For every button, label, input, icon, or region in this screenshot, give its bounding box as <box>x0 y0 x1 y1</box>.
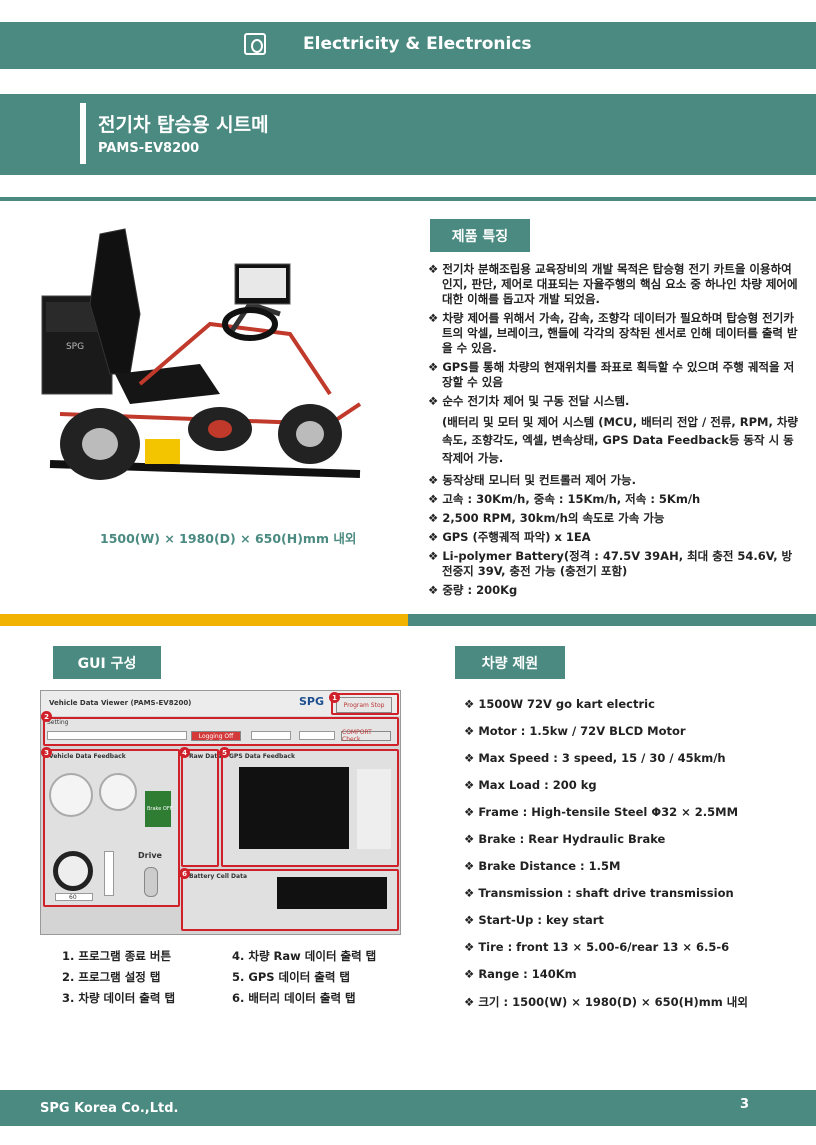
legend-item: 2. 프로그램 설정 탭 <box>62 970 161 984</box>
legend-item: 1. 프로그램 종료 버튼 <box>62 949 172 963</box>
section-divider-teal <box>408 614 816 626</box>
plug-icon <box>244 33 266 55</box>
mcu-comport-select[interactable] <box>251 731 291 740</box>
spec-item: ❖ Motor : 1.5kw / 72V BLCD Motor <box>464 724 686 738</box>
gui-heading: GUI 구성 <box>53 646 161 679</box>
spec-list: ❖ 1500W 72V go kart electric ❖ Motor : 1… <box>464 697 794 1021</box>
battery-label: Battery Cell Data <box>189 873 248 880</box>
gps-plot <box>239 767 349 849</box>
feature-item: (배터리 및 모터 및 제어 시스템 (MCU, 배터리 전압 / 전류, RP… <box>442 415 798 465</box>
header-title: Electricity & Electronics <box>303 34 532 54</box>
company-name: SPG Korea Co.,Ltd. <box>40 1101 179 1116</box>
marker-box-2 <box>43 717 399 746</box>
marker-box-3 <box>43 749 180 907</box>
feature-item: ❖ 전기차 분해조립용 교육장비의 개발 목적은 탑승형 전기 카트을 이용하여… <box>428 262 798 306</box>
footer-bar <box>0 1090 816 1126</box>
legend-item: 3. 차량 데이터 출력 탭 <box>62 991 176 1005</box>
go-kart-image: SPG <box>41 228 362 480</box>
spec-item: ❖ Max Speed : 3 speed, 15 / 30 / 45km/h <box>464 751 726 765</box>
feature-item: ❖ GPS를 통해 차량의 현재위치를 좌표로 획득할 수 있으며 주행 궤적을… <box>428 360 795 389</box>
feature-item: ❖ 동작상태 모니터 및 컨트롤러 제어 가능. <box>428 473 636 487</box>
steering-wheel-icon <box>53 851 93 891</box>
spec-item: ❖ Brake Distance : 1.5M <box>464 859 621 873</box>
vehicle-feedback-label: Vehicle Data Feedback <box>49 753 126 760</box>
marker-3: 3 <box>41 747 52 758</box>
feature-item: ❖ 중량 : 200Kg <box>428 583 518 597</box>
brake-indicator <box>145 791 171 827</box>
marker-box-6 <box>181 869 399 931</box>
legend-item: 4. 차량 Raw 데이터 출력 탭 <box>232 949 377 963</box>
feature-item: ❖ 순수 전기차 제어 및 구동 전달 시스템. <box>428 394 630 408</box>
spec-item: ❖ Start-Up : key start <box>464 913 604 927</box>
setting-label: Setting <box>47 719 69 726</box>
kart-label: SPG <box>66 342 84 352</box>
title-accent-bar <box>80 103 86 164</box>
header-bar <box>0 22 816 69</box>
gui-screenshot: Vehicle Data Viewer (PAMS-EV8200) SPG Pr… <box>40 690 401 935</box>
drive-state: Drive <box>138 851 162 860</box>
page-number: 3 <box>740 1097 750 1112</box>
gui-logo: SPG <box>299 695 325 708</box>
accel-bar <box>104 851 114 896</box>
spec-item: ❖ Frame : High-tensile Steel Φ32 × 2.5MM <box>464 805 739 819</box>
marker-box-1 <box>331 693 399 715</box>
gps-comport-select[interactable] <box>299 731 335 740</box>
speed-gauge <box>99 773 137 811</box>
raw-data-panel <box>182 751 217 866</box>
spec-item: ❖ Brake : Rear Hydraulic Brake <box>464 832 666 846</box>
spec-item: ❖ 크기 : 1500(W) × 1980(D) × 650(H)mm 내외 <box>464 995 748 1009</box>
feature-item: ❖ GPS (주행궤적 파악) x 1EA <box>428 530 591 544</box>
log-path-input[interactable] <box>47 731 187 740</box>
steering-value <box>55 893 93 901</box>
raw-data-label: Raw Data <box>189 753 222 760</box>
marker-2: 2 <box>41 711 52 722</box>
spec-item: ❖ Tire : front 13 × 5.00-6/rear 13 × 6.5… <box>464 940 730 954</box>
legend-item: 5. GPS 데이터 출력 탭 <box>232 970 351 984</box>
marker-1: 1 <box>329 692 340 703</box>
logging-off-button[interactable]: Logging Off <box>191 731 241 741</box>
features-heading: 제품 특징 <box>430 219 530 252</box>
comport-check-button[interactable]: COMPORT Check <box>341 729 391 743</box>
specs-heading: 차량 제원 <box>455 646 565 679</box>
marker-6: 6 <box>179 868 190 879</box>
feature-item: ❖ 2,500 RPM, 30km/h의 속도로 가속 가능 <box>428 511 665 525</box>
legend-item: 6. 배터리 데이터 출력 탭 <box>232 991 356 1005</box>
feature-item: ❖ 차량 제어를 위해서 가속, 감속, 조향각 데이터가 필요하며 탑승형 전… <box>428 311 798 355</box>
marker-box-4 <box>181 749 219 867</box>
marker-4: 4 <box>179 747 190 758</box>
spec-item: ❖ 1500W 72V go kart electric <box>464 697 655 711</box>
title-band <box>0 94 816 175</box>
product-title: 전기차 탑승용 시트메 <box>98 114 269 136</box>
program-stop-button[interactable]: Program Stop <box>336 697 392 713</box>
brake-label: Brake OFF <box>147 806 173 812</box>
section-divider-yellow <box>0 614 408 626</box>
spec-item: ❖ Transmission : shaft drive transmissio… <box>464 886 734 900</box>
photo-caption: 1500(W) × 1980(D) × 650(H)mm 내외 <box>100 531 357 546</box>
gps-label: GPS Data Feedback <box>229 753 295 760</box>
gear-shift-icon <box>144 867 158 897</box>
feature-list: ❖ 전기차 분해조립용 교육장비의 개발 목적은 탑승형 전기 카트을 이용하여… <box>428 262 800 602</box>
rpm-gauge <box>49 773 93 817</box>
feature-item: ❖ 고속 : 30Km/h, 중속 : 15Km/h, 저속 : 5Km/h <box>428 492 701 506</box>
marker-5: 5 <box>219 747 230 758</box>
marker-box-5 <box>221 749 399 867</box>
feature-item: ❖ Li-polymer Battery(정격 : 47.5V 39AH, 최대… <box>428 549 793 578</box>
battery-plot <box>277 877 387 909</box>
spec-item: ❖ Max Load : 200 kg <box>464 778 597 792</box>
gui-window-title: Vehicle Data Viewer (PAMS-EV8200) <box>49 699 192 707</box>
gps-values <box>357 769 391 849</box>
product-model: PAMS-EV8200 <box>98 141 200 156</box>
rpm-value: 60 <box>69 894 77 901</box>
spec-item: ❖ Range : 140Km <box>464 967 577 981</box>
divider <box>0 197 816 201</box>
